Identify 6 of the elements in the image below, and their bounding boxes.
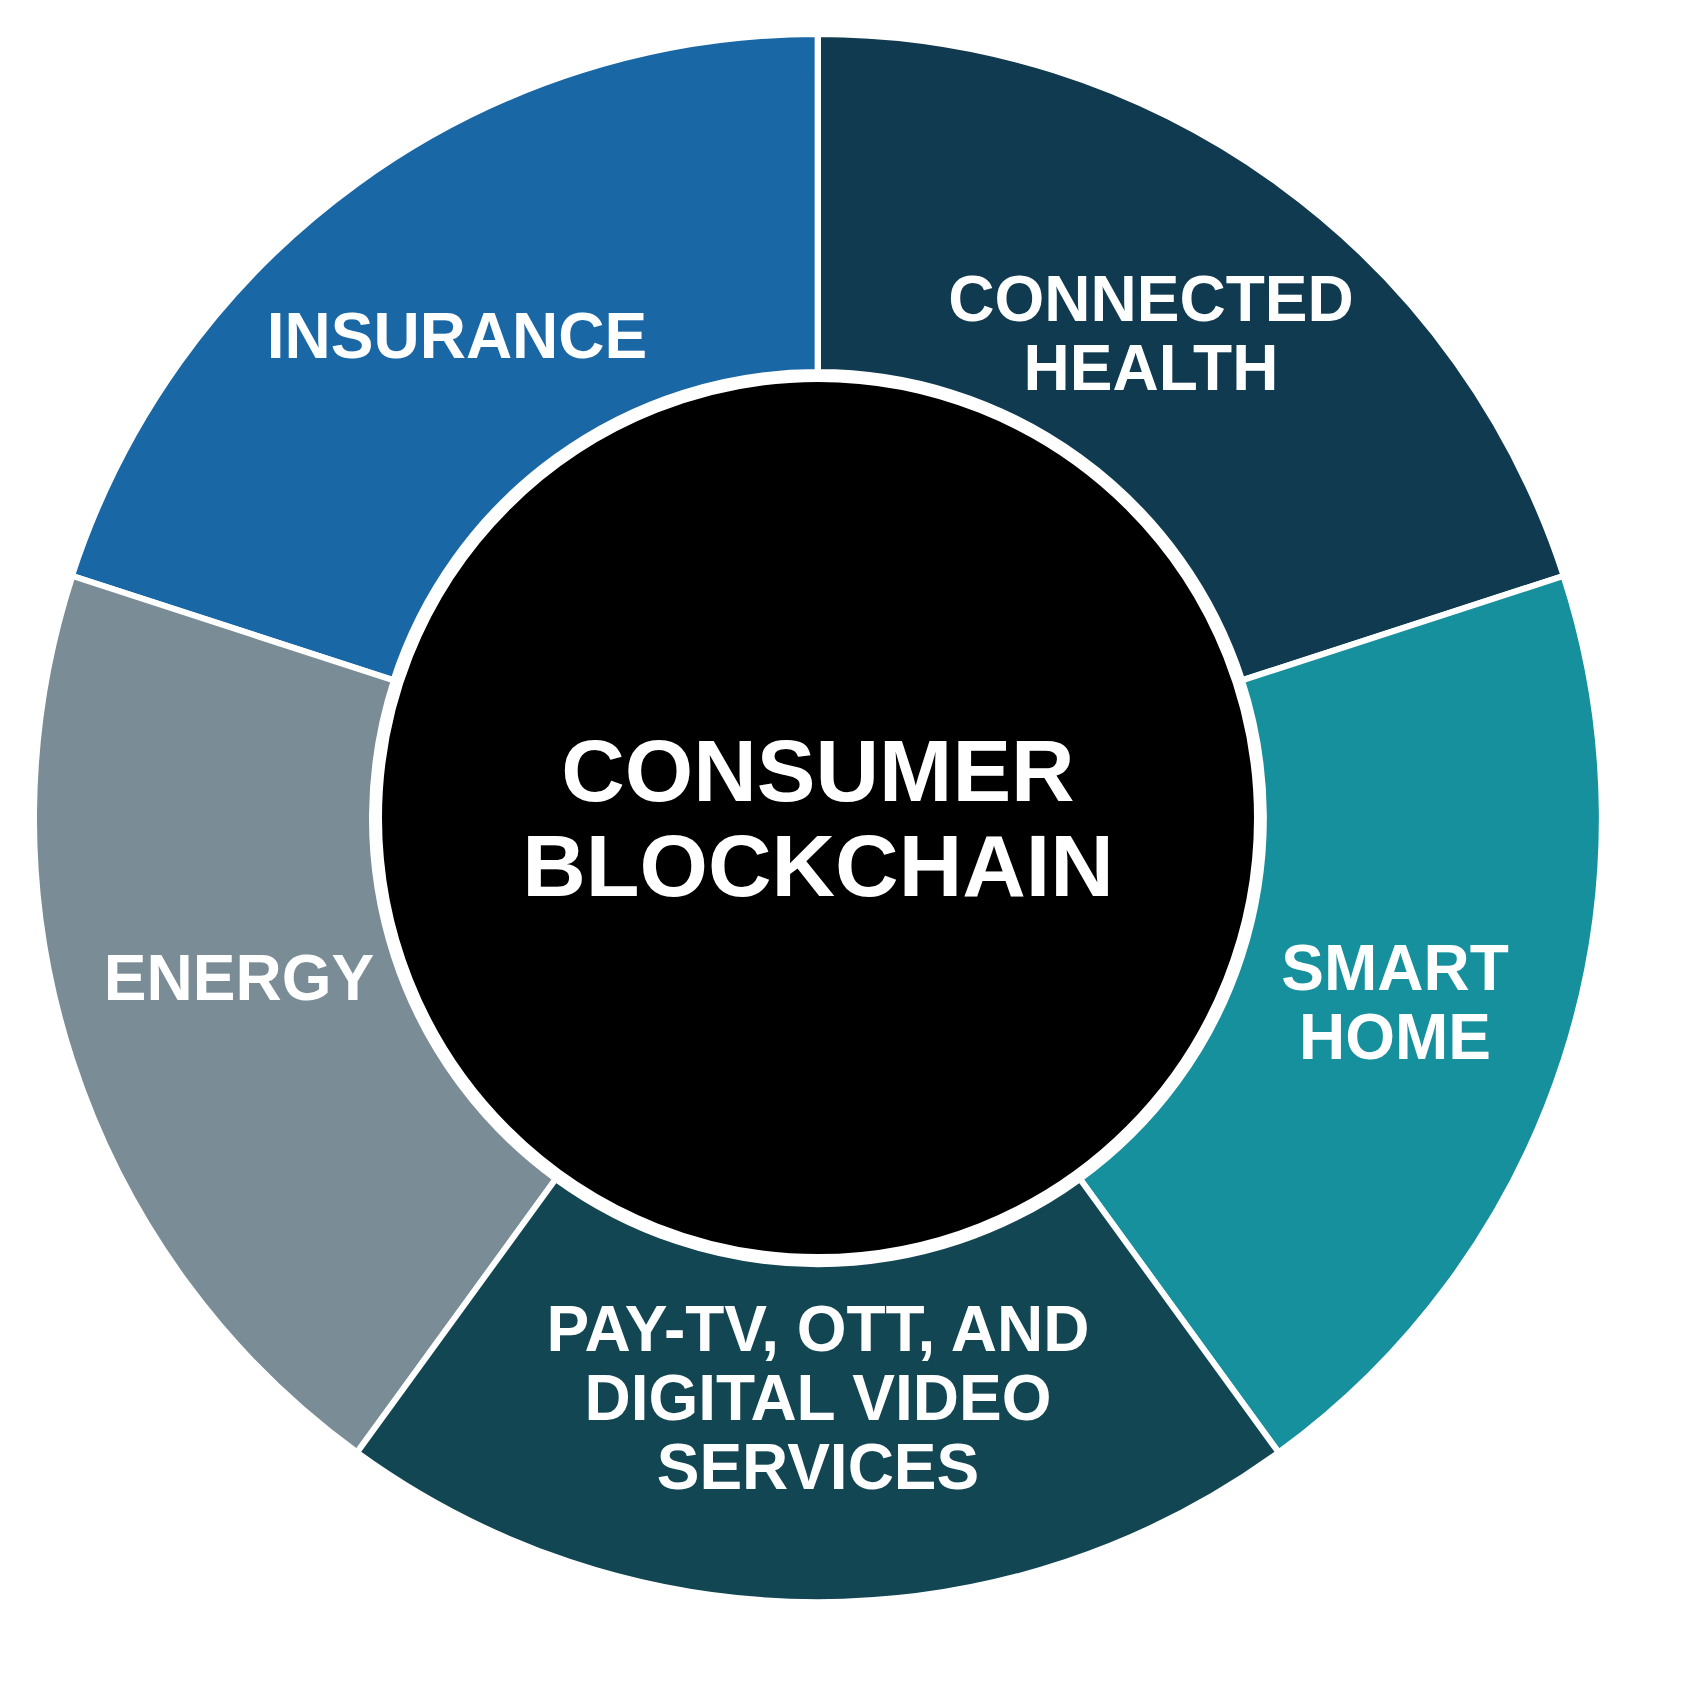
segment-label: CONNECTED HEALTH bbox=[947, 264, 1355, 404]
center-label: CONSUMER BLOCKCHAIN bbox=[521, 722, 1115, 914]
segment-label: SMART HOME bbox=[1280, 933, 1510, 1073]
segment-label: PAY-TV, OTT, AND DIGITAL VIDEO SERVICES bbox=[545, 1295, 1091, 1503]
segment-label: INSURANCE bbox=[265, 302, 649, 372]
segment-label: ENERGY bbox=[102, 944, 376, 1014]
